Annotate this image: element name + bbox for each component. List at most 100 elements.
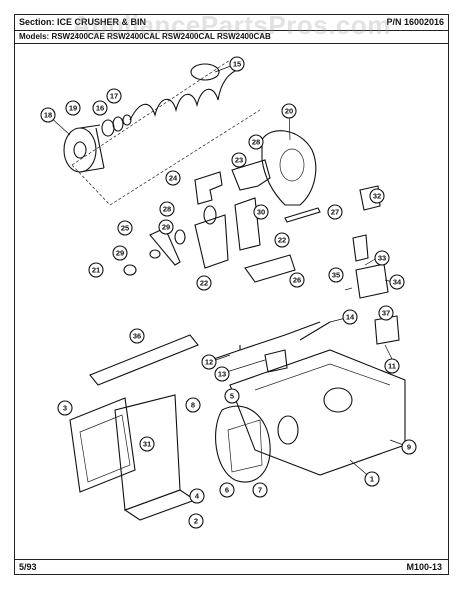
callout-label: 3 [63, 404, 67, 413]
callout-22b: 22 [196, 275, 212, 291]
callout-2: 2 [188, 513, 204, 529]
callout-34: 34 [389, 274, 405, 290]
part-5-crusher-housing [215, 405, 299, 483]
callout-13: 13 [214, 366, 230, 382]
part-27-rod [284, 207, 321, 223]
callout-8: 8 [185, 397, 201, 413]
callout-label: 4 [195, 492, 200, 501]
callout-label: 31 [143, 440, 151, 449]
callout-label: 23 [235, 156, 243, 165]
callout-label: 14 [346, 313, 355, 322]
callout-label: 35 [332, 271, 340, 280]
callout-label: 34 [393, 278, 402, 287]
callout-label: 28 [252, 138, 260, 147]
footer-page-code: M100-13 [406, 562, 442, 572]
callout-18: 18 [40, 107, 56, 123]
part-24-bracket [194, 171, 223, 205]
callout-label: 2 [194, 517, 198, 526]
callout-label: 11 [388, 362, 396, 371]
callout-label: 19 [69, 104, 77, 113]
callout-label: 7 [258, 486, 262, 495]
part-12-rod [204, 321, 321, 363]
footer-row: 5/93 M100-13 [15, 559, 448, 574]
callout-16: 16 [92, 100, 108, 116]
callout-31: 31 [139, 436, 155, 452]
callout-12: 12 [201, 354, 217, 370]
callout-7: 7 [252, 482, 268, 498]
callout-label: 9 [407, 443, 411, 452]
part-23-bracket [231, 159, 271, 191]
callout-label: 22 [200, 279, 208, 288]
callout-label: 30 [257, 208, 265, 217]
callout-label: 27 [331, 208, 339, 217]
callout-19: 19 [65, 100, 81, 116]
callout-5: 5 [224, 388, 240, 404]
callout-26: 26 [289, 272, 305, 288]
callout-29b: 29 [112, 245, 128, 261]
callout-20: 20 [281, 103, 297, 119]
callout-label: 8 [191, 401, 195, 410]
callout-35: 35 [328, 267, 344, 283]
part-1-ice-bin [229, 349, 406, 476]
solenoid-stack [344, 185, 389, 299]
callout-30: 30 [253, 204, 269, 220]
callout-label: 29 [116, 249, 124, 258]
part-36-chute [89, 334, 199, 386]
callout-3: 3 [57, 400, 73, 416]
callout-17: 17 [106, 88, 122, 104]
callout-label: 15 [233, 60, 241, 69]
callout-37: 37 [378, 305, 394, 321]
part-29-washer [149, 249, 161, 259]
callout-1: 1 [364, 471, 380, 487]
callout-32: 32 [369, 188, 385, 204]
callout-27: 27 [327, 204, 343, 220]
section-label: Section: ICE CRUSHER & BIN [19, 17, 147, 27]
callout-label: 25 [121, 224, 129, 233]
callout-label: 22 [278, 236, 286, 245]
callout-label: 6 [225, 486, 229, 495]
parts-19-16-17-collars [101, 114, 132, 137]
callout-11: 11 [384, 358, 400, 374]
callout-21: 21 [88, 262, 104, 278]
callout-label: 26 [293, 276, 301, 285]
callout-label: 18 [44, 111, 52, 120]
callout-15: 15 [229, 56, 245, 72]
callout-25: 25 [117, 220, 133, 236]
header-row: Section: ICE CRUSHER & BIN P/N 16002016 [15, 15, 448, 30]
callout-22: 22 [274, 232, 290, 248]
callout-14: 14 [342, 309, 358, 325]
callout-23: 23 [231, 152, 247, 168]
part-26-solenoid [244, 254, 296, 283]
part-21-nut [123, 264, 137, 276]
callout-label: 20 [285, 107, 293, 116]
gear-assembly [174, 197, 261, 269]
callout-33: 33 [374, 250, 390, 266]
callout-36: 36 [129, 328, 145, 344]
callout-label: 1 [370, 475, 374, 484]
part-3-bin-door [69, 397, 136, 493]
part-13-clip [264, 349, 288, 373]
callout-label: 17 [110, 92, 118, 101]
callout-label: 21 [92, 266, 100, 275]
callout-4: 4 [189, 488, 205, 504]
callout-label: 36 [133, 332, 141, 341]
callout-24: 24 [165, 170, 181, 186]
callout-9: 9 [401, 439, 417, 455]
callout-label: 24 [169, 174, 178, 183]
callout-label: 12 [205, 358, 213, 367]
callout-label: 29 [162, 223, 170, 232]
callout-29: 29 [158, 219, 174, 235]
callout-label: 13 [218, 370, 226, 379]
callout-28: 28 [248, 134, 264, 150]
part-20-motor-cover [261, 130, 317, 206]
models-row: Models: RSW2400CAE RSW2400CAL RSW2400CAL… [15, 30, 448, 44]
part-15-spring [129, 63, 237, 121]
part-number: P/N 16002016 [386, 17, 444, 27]
callout-label: 5 [230, 392, 234, 401]
part-14-spring [299, 321, 331, 341]
callout-label: 32 [373, 192, 381, 201]
callout-label: 33 [378, 254, 386, 263]
callout-label: 37 [382, 309, 390, 318]
callout-28b: 28 [159, 201, 175, 217]
